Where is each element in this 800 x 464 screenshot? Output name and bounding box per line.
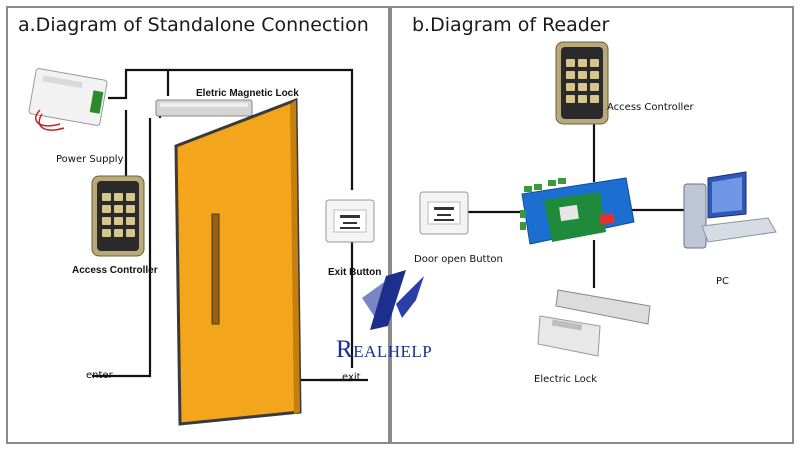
power-supply-device bbox=[28, 68, 108, 131]
wiring-b bbox=[468, 122, 686, 288]
door-open-button-device bbox=[419, 191, 469, 235]
label-enter: enter bbox=[86, 370, 113, 381]
label-access-controller-b: Access Controller bbox=[607, 102, 694, 113]
label-pc: PC bbox=[716, 276, 730, 287]
logo-initial: R bbox=[336, 336, 354, 363]
label-electric-lock: Electric Lock bbox=[534, 374, 598, 385]
controller-board bbox=[520, 177, 635, 245]
keypad-b bbox=[555, 41, 609, 125]
realhelp-logo-mark bbox=[362, 270, 424, 330]
label-power-supply: Power Supply bbox=[56, 154, 124, 165]
magnetic-lock-device bbox=[155, 99, 253, 117]
pc-device bbox=[683, 171, 777, 249]
exit-button-device-a bbox=[325, 199, 375, 243]
realhelp-logo-text: REALHELP bbox=[336, 336, 432, 364]
label-door-open-button: Door open Button bbox=[414, 254, 503, 265]
panel-b-title: b.Diagram of Reader bbox=[412, 14, 610, 36]
electric-lock-device bbox=[537, 289, 651, 357]
panel-a-title: a.Diagram of Standalone Connection bbox=[18, 14, 369, 36]
label-exit: exit bbox=[342, 372, 361, 383]
label-exit-button: Exit Button bbox=[328, 267, 382, 278]
keypad-a bbox=[91, 175, 145, 257]
logo-rest: EALHELP bbox=[353, 342, 433, 361]
label-access-controller-a: Access Controller bbox=[72, 265, 158, 276]
door bbox=[174, 97, 302, 426]
label-magnetic-lock: Eletric Magnetic Lock bbox=[196, 88, 299, 99]
